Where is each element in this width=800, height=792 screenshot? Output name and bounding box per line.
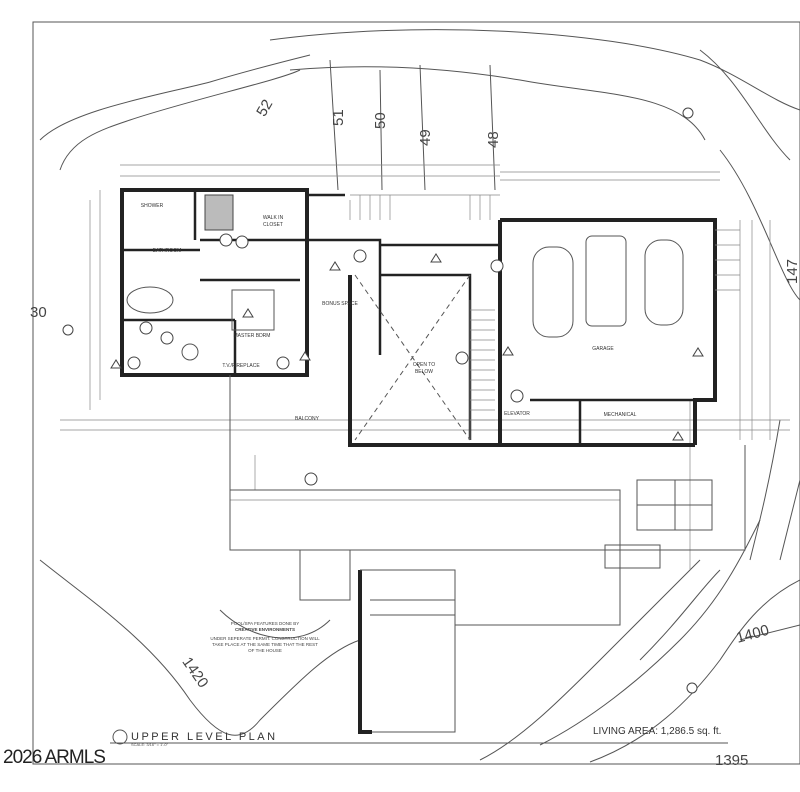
room-label-mechanical: MECHANICAL — [604, 412, 637, 418]
contour-line — [219, 609, 331, 639]
contour-label-51: 51 — [330, 109, 347, 126]
house-walls — [120, 188, 746, 734]
contour-label-147: 147 — [784, 259, 800, 284]
bathtub — [126, 286, 174, 314]
svg-text:TAKE PLACE AT THE SAME TIME TH: TAKE PLACE AT THE SAME TIME THAT THE RES… — [212, 642, 318, 647]
solar-panels — [636, 479, 713, 531]
contour-line — [59, 69, 301, 171]
svg-text:CREATIVE ENVIRONMENTS: CREATIVE ENVIRONMENTS — [235, 627, 295, 632]
room-label-open-to-below-1: OPEN TO — [413, 362, 435, 368]
contour-line — [39, 54, 311, 141]
living-area: LIVING AREA: 1,286.5 sq. ft. — [593, 726, 721, 737]
section-markers — [62, 107, 704, 694]
plan-scale: SCALE: 3/16" = 1'-0" — [131, 742, 169, 747]
contour-label-49: 49 — [417, 129, 434, 146]
contour-line — [289, 66, 706, 141]
garage-walls — [498, 218, 717, 445]
svg-text:OF THE HOUSE: OF THE HOUSE — [248, 648, 282, 653]
contour-line — [739, 624, 800, 641]
contour-label-1395: 1395 — [715, 752, 748, 769]
room-label-shower: SHOWER — [141, 203, 164, 209]
bed — [231, 289, 275, 331]
contour-line — [589, 579, 800, 763]
fixtures — [126, 194, 275, 361]
contour-label-50: 50 — [372, 112, 389, 129]
truck-icon — [585, 235, 627, 327]
room-label-master-bdrm: MASTER BDRM — [234, 333, 271, 339]
pool-outline — [360, 569, 456, 733]
room-label-bathroom: BATHROOM — [153, 248, 182, 254]
core-wall — [348, 275, 695, 447]
room-label-balcony: BALCONY — [295, 416, 320, 422]
room-label-bonus-space: BONUS SPACE — [322, 301, 358, 307]
room-labels: SHOWER BATHROOM WALK IN CLOSET MASTER BD… — [141, 203, 637, 422]
plan-title: UPPER LEVEL PLAN — [131, 731, 278, 743]
mechanical-walls — [530, 398, 695, 445]
pool-wall — [358, 570, 372, 734]
room-label-walk-in-1: WALK IN — [263, 215, 284, 221]
pool-note: POOL/SPA FEATURES DONE BY CREATIVE ENVIR… — [210, 621, 320, 653]
contour-line — [639, 569, 721, 661]
stairs — [349, 194, 740, 440]
contour-line — [329, 59, 496, 191]
contour-line — [699, 49, 800, 301]
contour-line — [269, 29, 800, 111]
toilet-room — [204, 194, 234, 231]
contour-label-1420: 1420 — [179, 654, 212, 691]
contour-line — [749, 419, 800, 561]
balcony-outline — [229, 375, 746, 626]
room-label-tv-fireplace: T.V./FIREPLACE — [222, 363, 260, 369]
contour-line — [479, 559, 701, 761]
car-icon — [644, 239, 684, 326]
contour-label-48: 48 — [485, 131, 502, 148]
svg-text:UNDER SEPERATE PERMIT. CONSTRU: UNDER SEPERATE PERMIT. CONSTRUCTION WILL — [210, 636, 320, 641]
garage-cars — [532, 235, 684, 338]
room-label-walk-in-2: CLOSET — [263, 222, 283, 228]
chair — [181, 343, 199, 361]
contour-line — [39, 559, 361, 736]
contour-label-52: 52 — [253, 97, 276, 120]
bonus-walls — [307, 193, 500, 355]
contour-labels: 52 51 50 49 48 1400 1420 1395 30 147 — [30, 97, 800, 769]
planters — [299, 544, 661, 601]
master-suite-walls — [120, 188, 309, 377]
topographic-contours — [39, 29, 800, 763]
dimension-lines — [60, 164, 790, 570]
title-marker — [112, 729, 128, 745]
interior-walls — [122, 190, 305, 375]
contour-label-1400: 1400 — [734, 622, 771, 647]
open-to-below-x — [354, 274, 471, 441]
svg-text:POOL/SPA FEATURES DONE BY: POOL/SPA FEATURES DONE BY — [231, 621, 300, 626]
room-label-open-to-below-2: BELOW — [415, 369, 433, 375]
room-label-elevator: ELEVATOR — [504, 411, 530, 417]
sheet-border — [32, 21, 800, 765]
watermark: 2026 ARMLS — [3, 747, 105, 768]
room-label-garage: GARAGE — [592, 346, 614, 352]
car-icon — [532, 246, 574, 338]
contour-line — [539, 519, 761, 746]
contour-label-30: 30 — [30, 304, 47, 321]
